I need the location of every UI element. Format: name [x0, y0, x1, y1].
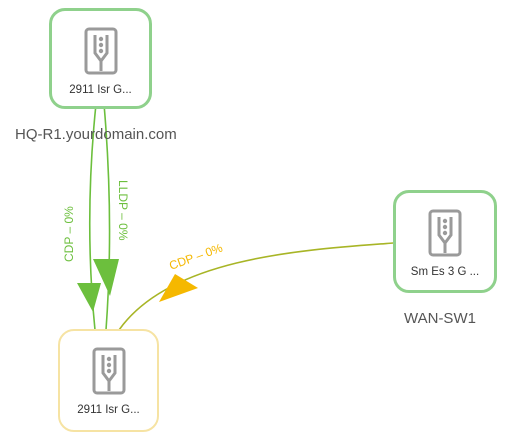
device-model-label: Sm Es 3 G ...	[410, 266, 480, 278]
link-cdp-hq-bottom-arrow	[77, 283, 101, 312]
device-node-bottom-router[interactable]: 2911 Isr G...	[58, 329, 159, 432]
device-model-label: 2911 Isr G...	[77, 404, 140, 416]
device-hostname-hq-r1: HQ-R1.yourdomain.com	[15, 126, 177, 143]
link-lldp-hq-bottom-arrow	[93, 259, 119, 296]
device-hostname-wan-sw1: WAN-SW1	[404, 310, 476, 327]
link-cdp-wan-bottom[interactable]	[118, 242, 394, 331]
router-icon	[84, 27, 117, 75]
link-lldp-hq-bottom[interactable]	[103, 103, 111, 331]
device-node-hq-r1[interactable]: 2911 Isr G...	[49, 8, 152, 109]
link-lldp-hq-bottom-label: LLDP – 0%	[116, 180, 130, 241]
router-icon	[428, 209, 462, 257]
link-cdp-wan-bottom-arrow	[159, 274, 198, 302]
router-icon	[92, 347, 125, 395]
link-cdp-hq-bottom-label: CDP – 0%	[62, 206, 76, 262]
device-model-label: 2911 Isr G...	[69, 84, 132, 96]
device-node-wan-sw1[interactable]: Sm Es 3 G ...	[393, 190, 497, 293]
